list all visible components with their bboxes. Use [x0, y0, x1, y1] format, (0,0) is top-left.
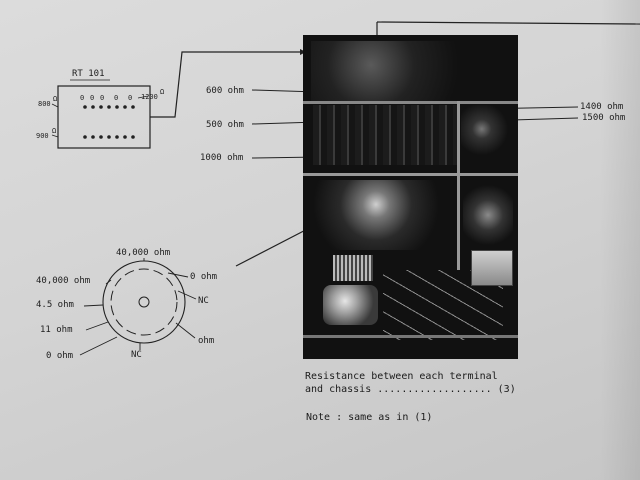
rt101-omega-right: Ω [160, 88, 165, 96]
top-frame-line [376, 21, 640, 25]
caption-note: Note : same as in (1) [306, 412, 433, 423]
rt101-top-value-5: 0 [128, 94, 133, 102]
rt101-left-tick-top [51, 103, 59, 108]
rt101-omega-left-top: Ω [53, 95, 58, 103]
rt101-title: RT 101 [72, 69, 105, 79]
photo-transformer [323, 285, 378, 325]
rt101-omega-left-bottom: Ω [52, 127, 57, 135]
socket-center [138, 296, 150, 308]
photo-bottom-rail [303, 335, 518, 338]
rt101-top-value-1: 0 [80, 94, 85, 102]
rt101-top-value-2: 0 [90, 94, 95, 102]
rt101-value-900: 900 [36, 132, 49, 140]
socket-label-left-top: 40,000 ohm [36, 276, 91, 286]
rt101-right-tick [137, 95, 149, 99]
socket-label-top: 40,000 ohm [116, 248, 171, 258]
photo-lower-left [313, 180, 453, 250]
rt101-left-tick-bottom [51, 134, 59, 138]
socket-label-right-nc: NC [198, 296, 209, 306]
label-1400-ohm: 1400 ohm [580, 102, 624, 112]
photo-divider-h2 [303, 173, 518, 176]
socket-label-left-bottom: 0 ohm [46, 351, 74, 361]
socket-outer-circle [102, 260, 186, 344]
caption-line-2: and chassis ................... (3) [305, 384, 516, 395]
socket-label-left-low: 11 ohm [40, 325, 73, 335]
label-1000-ohm: 1000 ohm [200, 153, 244, 163]
photo-divider-v [457, 101, 460, 301]
photo-mid-panel [313, 105, 458, 165]
socket-label-left-mid: 4.5 ohm [36, 300, 74, 310]
rt101-box [57, 85, 151, 149]
photo-divider-h1 [303, 101, 518, 104]
caption-line-1: Resistance between each terminal [305, 371, 498, 382]
rt101-value-1200: 1200 [141, 93, 158, 101]
chassis-photo [303, 35, 518, 359]
rt101-value-800: 800 [38, 100, 51, 108]
rt101-top-value-4: 0 [114, 94, 119, 102]
socket-label-right-top: 0 ohm [190, 272, 218, 282]
socket-inner-dashed [110, 268, 178, 336]
label-1500-ohm: 1500 ohm [582, 113, 626, 123]
socket-pin-leaders [79, 258, 197, 356]
label-600-ohm: 600 ohm [206, 86, 244, 96]
socket-label-bottom-nc: NC [131, 350, 142, 360]
rt101-leader [150, 51, 300, 118]
rt101-top-value-3: 0 [100, 94, 105, 102]
photo-top-panel [311, 41, 511, 101]
socket-label-right-low: ohm [198, 336, 215, 346]
photo-terminal-block [471, 250, 513, 286]
label-500-ohm: 500 ohm [206, 120, 244, 130]
rt101-pins [83, 105, 135, 139]
photo-coil [333, 255, 373, 281]
photo-right-panel [461, 105, 513, 165]
page-shadow [600, 0, 640, 480]
photo-lower-right [463, 180, 513, 250]
